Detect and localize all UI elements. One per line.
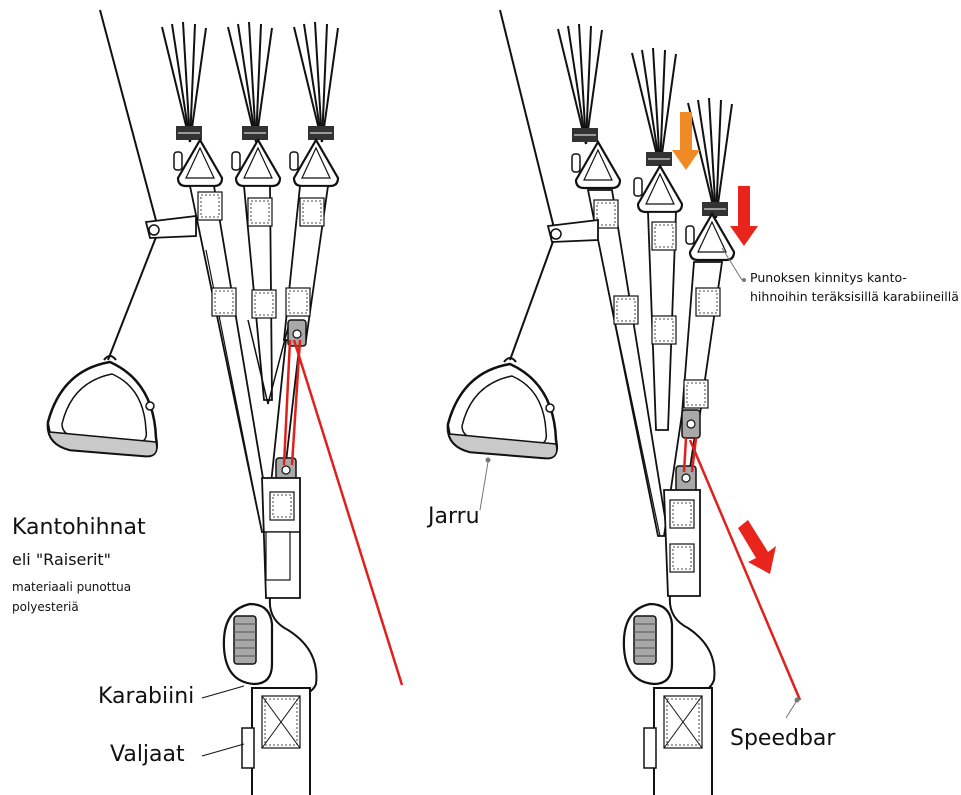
title-label: Kantohihnat xyxy=(12,515,146,540)
note-label-2: hihnoihin teräksisillä karabiineillä xyxy=(750,287,959,306)
orange-down-arrow xyxy=(672,112,700,170)
line-fan-b-left xyxy=(228,22,272,142)
red-down-arrow xyxy=(730,186,758,246)
harness-left xyxy=(242,688,310,795)
maillon-b-left xyxy=(232,140,280,186)
maillon-a-left xyxy=(174,140,222,186)
speedbar-line-left xyxy=(294,340,402,685)
carabiner-right xyxy=(624,604,672,684)
brake-line-right xyxy=(500,10,555,232)
material-label-1: materiaali punottua xyxy=(12,580,131,594)
line-fan-c-left xyxy=(294,22,338,142)
speedbar-line-right xyxy=(690,440,800,700)
right-riser-view xyxy=(448,10,800,795)
material-label-2: polyesteriä xyxy=(12,600,79,614)
left-riser-view xyxy=(48,10,402,795)
line-fan-c-right xyxy=(688,98,732,218)
subtitle-label: eli "Raiserit" xyxy=(12,550,111,569)
line-fan-b-right xyxy=(632,48,676,168)
line-fan-a-left xyxy=(162,22,206,142)
maillon-c-left xyxy=(290,140,338,186)
harness-right xyxy=(644,688,712,795)
maillon-a-right xyxy=(572,142,620,188)
maillon-b-right xyxy=(634,166,682,212)
brake-handle-right xyxy=(448,364,557,458)
maillon-c-right xyxy=(686,214,734,260)
line-fan-a-right xyxy=(558,24,602,144)
jarru-label: Jarru xyxy=(428,504,480,529)
karabiini-label: Karabiini xyxy=(98,684,194,709)
carabiner-left xyxy=(224,604,272,684)
speedbar-label: Speedbar xyxy=(730,726,835,751)
note-label-1: Punoksen kinnitys kanto- xyxy=(750,268,907,287)
brake-handle-left xyxy=(48,362,157,456)
valjaat-label: Valjaat xyxy=(110,742,185,767)
brake-line-left xyxy=(100,10,158,228)
